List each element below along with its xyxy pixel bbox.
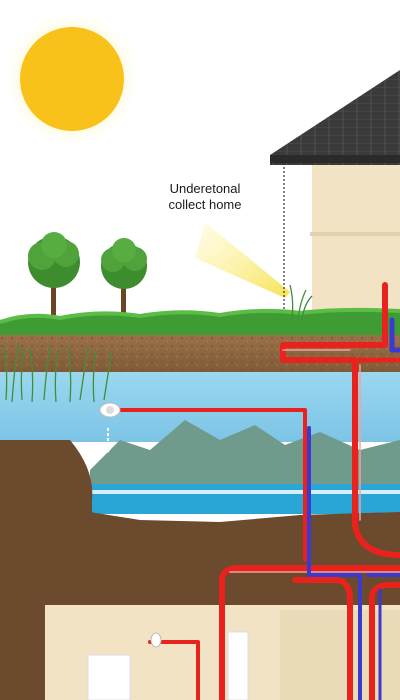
roof	[270, 70, 400, 165]
tree-icon	[28, 232, 80, 315]
caption-line-2: collect home	[168, 197, 242, 212]
aquifer	[90, 484, 400, 514]
down-arrow-icon	[101, 428, 115, 453]
diagram-caption: Underetonal collect home	[150, 181, 260, 213]
earth-cliff	[0, 440, 93, 520]
hot-pipe-highlight	[229, 349, 400, 573]
caption-line-1: Underetonal	[169, 181, 241, 196]
cold-pipe-network	[307, 317, 400, 700]
sun-icon	[2, 9, 142, 149]
sunbeam-icon	[195, 222, 290, 298]
grass-strip	[0, 309, 400, 340]
pipe-inlet-icon	[99, 402, 121, 418]
reeds	[3, 284, 313, 403]
pipe-inlet-icon	[150, 632, 162, 648]
hot-pipe-network	[118, 282, 400, 700]
tree-icon	[101, 238, 147, 314]
mountains	[90, 420, 400, 492]
